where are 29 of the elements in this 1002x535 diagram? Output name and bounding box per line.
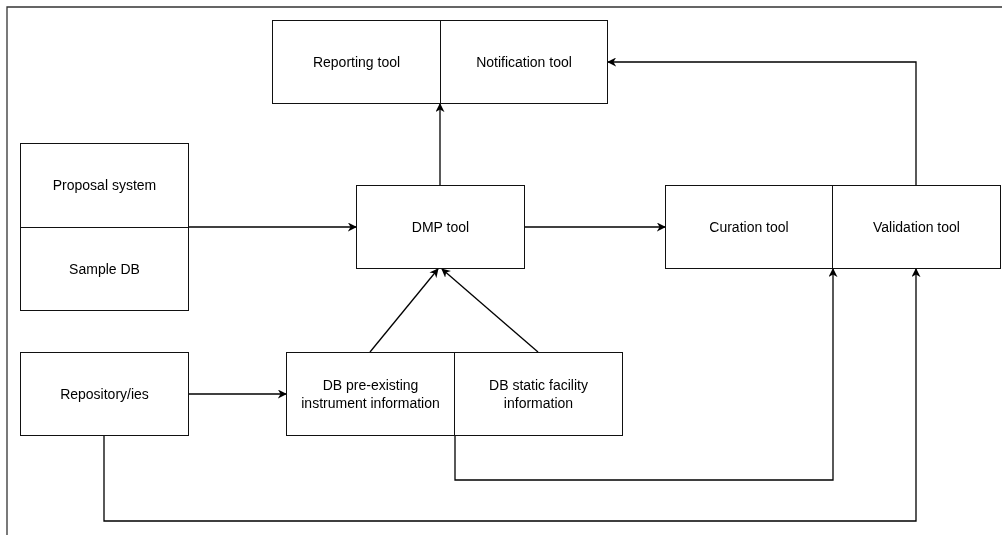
- arrow: [454, 268, 838, 481]
- arrow: [435, 103, 445, 186]
- arrow: [369, 268, 439, 353]
- box-label: Notification tool: [475, 52, 573, 72]
- process-box: [665, 185, 833, 269]
- box-label: Repository/ies: [59, 384, 150, 404]
- box-label: Reporting tool: [311, 52, 402, 72]
- arrow: [188, 222, 357, 232]
- process-box: [272, 20, 441, 104]
- box-label: Curation tool: [708, 217, 790, 237]
- arrow: [524, 222, 666, 232]
- box-label: DB static facility information: [488, 375, 589, 413]
- process-box: [20, 352, 189, 436]
- arrow: [103, 268, 921, 522]
- process-box: [356, 185, 525, 269]
- process-box: [20, 227, 189, 311]
- process-box: [20, 143, 189, 228]
- box-label: DB pre-existing instrument information: [300, 375, 441, 413]
- box-label: Sample DB: [68, 259, 141, 279]
- arrow: [188, 389, 287, 399]
- box-label: Validation tool: [872, 217, 961, 237]
- box-label: DMP tool: [410, 217, 471, 237]
- process-box: [832, 185, 1001, 269]
- box-label: Proposal system: [51, 176, 158, 195]
- process-box: [440, 20, 608, 104]
- arrow: [607, 57, 917, 186]
- arrow: [441, 268, 539, 353]
- process-box: [454, 352, 623, 436]
- process-box: [286, 352, 455, 436]
